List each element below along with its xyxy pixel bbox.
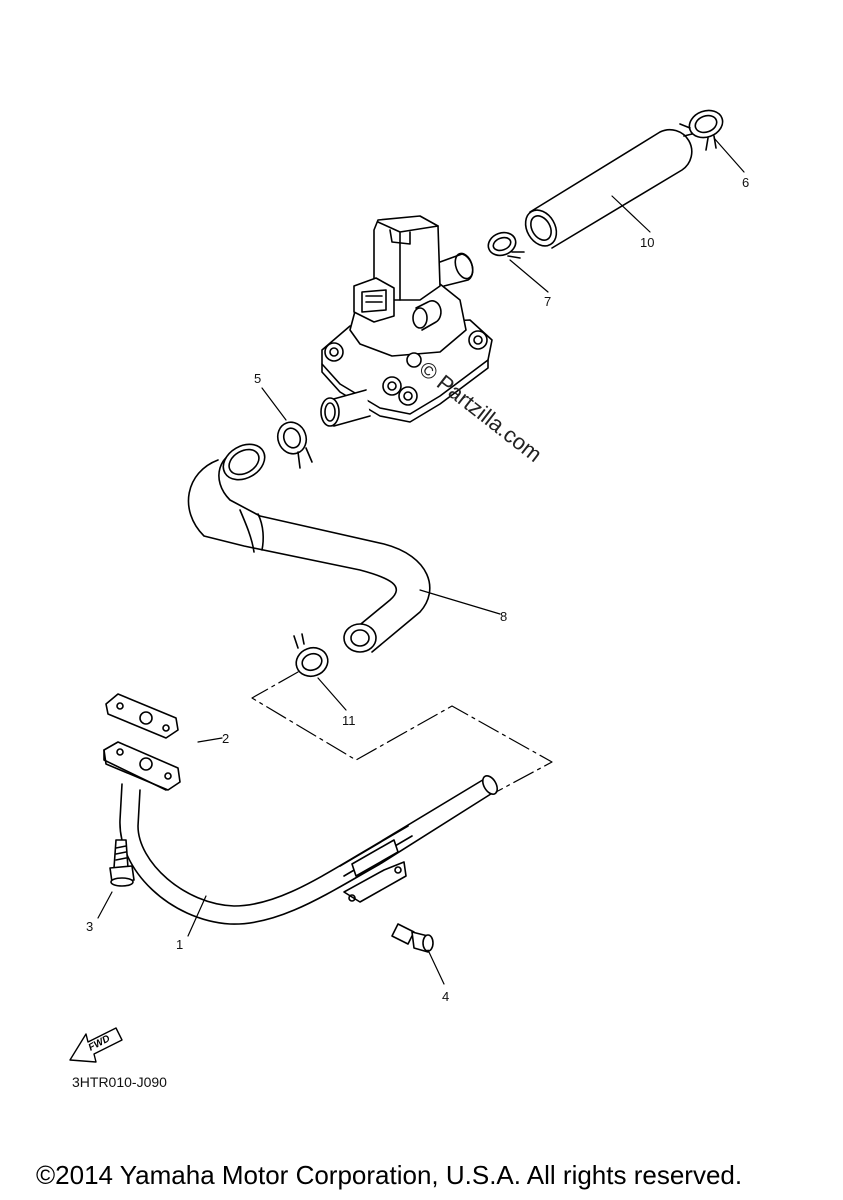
leader-lines — [97, 137, 745, 985]
diagram-code: 3HTR010-J090 — [72, 1074, 167, 1090]
callout-6: 6 — [742, 175, 750, 190]
copyright-notice: ©2014 Yamaha Motor Corporation, U.S.A. A… — [36, 1160, 743, 1190]
bolt-4 — [391, 923, 434, 953]
callout-8: 8 — [500, 609, 508, 624]
gasket-2 — [105, 693, 179, 739]
hose-8 — [187, 443, 431, 653]
clamp-6 — [679, 109, 724, 151]
fwd-arrow-icon — [69, 1027, 123, 1063]
pipe-1 — [103, 741, 499, 925]
air-cut-valve — [320, 215, 493, 427]
callout-1: 1 — [176, 937, 184, 952]
connection-line — [251, 671, 553, 793]
clamp-11 — [293, 633, 329, 678]
callout-4: 4 — [442, 989, 450, 1004]
callout-11: 11 — [342, 713, 356, 728]
callout-10: 10 — [640, 235, 655, 250]
bolt-3 — [109, 839, 135, 887]
callout-7: 7 — [544, 294, 552, 309]
callout-5: 5 — [254, 371, 262, 386]
hose-10 — [524, 128, 693, 249]
clamp-7 — [487, 231, 525, 259]
callout-2: 2 — [222, 731, 230, 746]
clamp-5 — [276, 421, 313, 469]
callout-3: 3 — [86, 919, 94, 934]
